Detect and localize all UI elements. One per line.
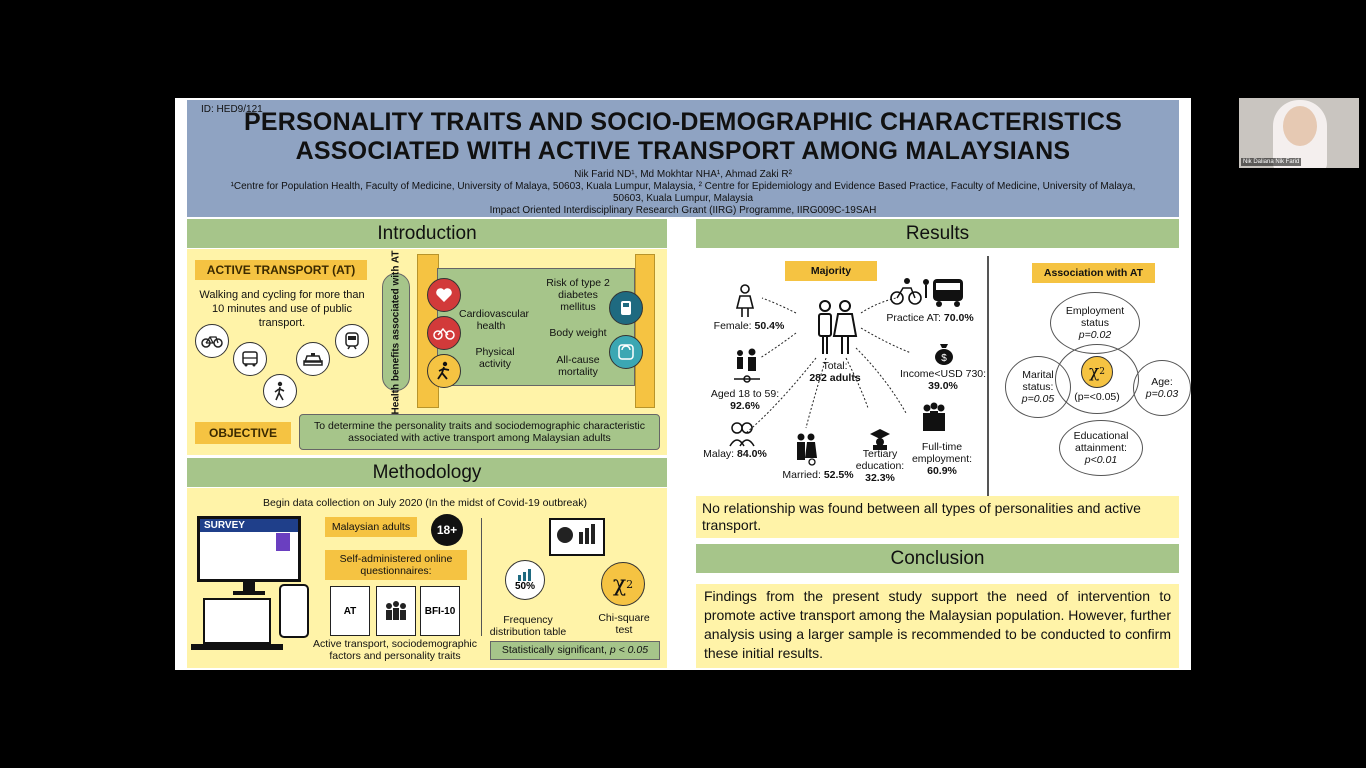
grant: Impact Oriented Interdisciplinary Resear… [489,205,877,216]
affiliation-line-2: 50603, Kuala Lumpur, Malaysia [612,193,754,204]
education-circle: Educational attainment: p<0.01 [1059,420,1143,476]
conclusion-heading: Conclusion [696,544,1179,573]
survey-label: SURVEY [200,519,298,532]
authors: Nik Farid ND¹, Md Mokhtar NHA¹, Ahmad Za… [574,169,792,180]
laptop-base [191,644,283,650]
glucometer-icon [609,291,643,325]
results-heading: Results [696,219,1179,248]
aged-stat: Aged 18 to 59:92.6% [710,388,780,412]
objective-text: To determine the personality traits and … [299,414,660,450]
majority-badge: Majority [785,261,877,281]
introduction-heading: Introduction [187,219,667,248]
bicycle-icon [195,324,229,358]
workers-icon [919,402,949,443]
total-couple-icon [811,298,859,361]
at-badge: ACTIVE TRANSPORT (AT) [195,260,367,280]
married-couple-icon [793,432,819,471]
train-icon [335,324,369,358]
methodology-heading: Methodology [187,458,667,487]
risk-body-weight: Body weight [549,327,607,339]
female-icon [735,284,755,323]
frequency-label: Frequency distribution table [489,614,567,638]
benefit-physical-activity: Physical activity [475,346,515,370]
affiliation-line-1: ¹Centre for Population Health, Faculty o… [230,181,1136,192]
practice-at-stat: Practice AT: 70.0% [886,312,974,324]
age-group-icon [732,348,762,389]
self-administered-pill: Self-administered online questionnaires: [325,550,467,580]
chi-square-label: Chi-square test [598,612,650,636]
poster-header: ID: HED9/121 PERSONALITY TRAITS AND SOCI… [187,100,1179,217]
bike-bus-icon [889,276,965,313]
data-collection-date: Begin data collection on July 2020 (In t… [263,497,587,509]
svg-text:$: $ [941,353,947,364]
weighing-scale-icon [609,335,643,369]
doc-sociodemographic [376,586,416,636]
tertiary-stat: Tertiary education:32.3% [855,448,905,484]
benefit-cardiovascular: Cardiovascular health [459,308,530,332]
graduate-icon [868,428,892,455]
doc-at: AT [330,586,370,636]
affiliation: ¹Centre for Population Health, Faculty o… [187,180,1179,205]
monitor-stand [243,582,255,592]
malaysian-adults-pill: Malaysian adults [325,517,417,537]
survey-monitor: SURVEY [197,516,301,582]
fulltime-stat: Full-time employment:60.9% [911,441,973,477]
form-icon [276,533,290,551]
age-circle: Age: p=0.03 [1133,360,1191,416]
at-description: Walking and cycling for more than 10 min… [199,289,365,329]
running-icon [427,354,461,388]
health-benefits-label: Health benefits associated with AT [382,250,410,414]
results-note: No relationship was found between all ty… [696,496,1179,538]
income-stat: Income<USD 730:39.0% [899,368,987,392]
smartphone-icon [279,584,309,638]
poster-title: PERSONALITY TRAITS AND SOCIO-DEMOGRAPHIC… [187,100,1179,166]
heart-icon [427,278,461,312]
analytics-monitor-icon [549,518,605,556]
methodology-divider [481,518,482,636]
arrow-down-icon [635,254,655,408]
bus-icon [233,342,267,376]
presenter-webcam[interactable]: Nik Daliana Nik Farid [1239,98,1359,168]
laptop-icon [203,598,271,644]
money-bag-icon: $ [933,342,955,371]
presenter-face [1283,106,1317,146]
cycling-icon [427,316,461,350]
employment-circle: Employment status p=0.02 [1050,292,1140,354]
doc-bfi-10: BFI-10 [420,586,460,636]
female-stat: Female: 50.4% [713,320,785,332]
conclusion-text: Findings from the present study support … [696,584,1179,668]
frequency-table-icon: 50% [505,560,545,600]
benefits-panel [437,268,635,386]
poster-id: ID: HED9/121 [201,104,263,115]
title-line-1: PERSONALITY TRAITS AND SOCIO-DEMOGRAPHIC… [244,108,1122,136]
walking-icon [263,374,297,408]
frequency-percent: 50% [514,580,535,592]
association-badge: Association with AT [1032,263,1155,283]
factors-text: Active transport, sociodemographic facto… [313,638,477,662]
risk-mortality: All-cause mortality [556,354,600,378]
married-stat: Married: 52.5% [782,469,854,481]
malay-stat: Malay: 84.0% [703,448,767,460]
presenter-name: Nik Daliana Nik Farid [1241,158,1302,166]
majority-connector-lines [745,297,912,434]
poster-slide: ID: HED9/121 PERSONALITY TRAITS AND SOCI… [175,98,1191,670]
malay-group-icon [727,420,757,453]
title-line-2: ASSOCIATED WITH ACTIVE TRANSPORT AMONG M… [295,137,1071,165]
objective-badge: OBJECTIVE [195,422,291,444]
total-stat: Total:282 adults [809,360,861,384]
monitor-base [233,591,265,595]
taxi-icon [296,342,330,376]
results-divider [987,256,989,496]
significance-box: Statistically significant, p < 0.05 [490,641,660,660]
risk-diabetes: Risk of type 2 diabetes mellitus [546,277,610,313]
age-18-badge: 18+ [431,514,463,546]
